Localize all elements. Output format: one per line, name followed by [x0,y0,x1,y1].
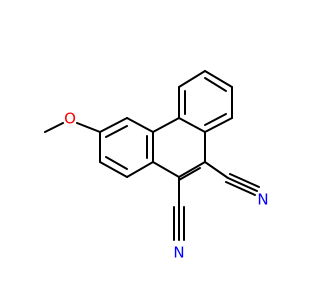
ring-a-bond-5 [99,161,128,178]
nitrogen-atom-upper: N [257,191,268,209]
oxygen-atom: O [64,110,76,128]
ring-a-bond-1-inner [105,125,128,138]
ring-c-bond-2 [178,70,206,88]
ring-a-bond-5-inner [105,156,128,170]
ring-b-bond-2 [178,117,206,133]
nitrogen-atom-lower: N [173,244,184,262]
ring-c-bond-3-inner [204,77,227,92]
ring-a-bond-2 [126,117,154,133]
methyl-oxygen-bond [44,122,64,133]
ring-b-bond-4 [178,161,206,178]
bond-group [44,70,260,241]
ring-c-bond-3 [204,70,233,88]
ring-b-bond-1 [152,117,180,133]
ring-a-bond-4 [126,161,154,178]
upper-triple-2 [225,181,256,196]
upper-triple-1 [227,177,258,192]
upper-cyano-bond [204,161,229,179]
structure-drawing: O N N [44,70,269,262]
ring-b-bond-5 [152,161,180,178]
upper-triple-3 [229,173,260,188]
oxygen-ring-bond [76,122,101,133]
ring-c-bond-5 [204,117,233,133]
ring-c-bond-5-inner [204,113,227,126]
ring-a-bond-1 [99,117,128,133]
ring-b-bond-4-inner [178,167,201,181]
molecule-diagram: O N N [44,70,269,262]
